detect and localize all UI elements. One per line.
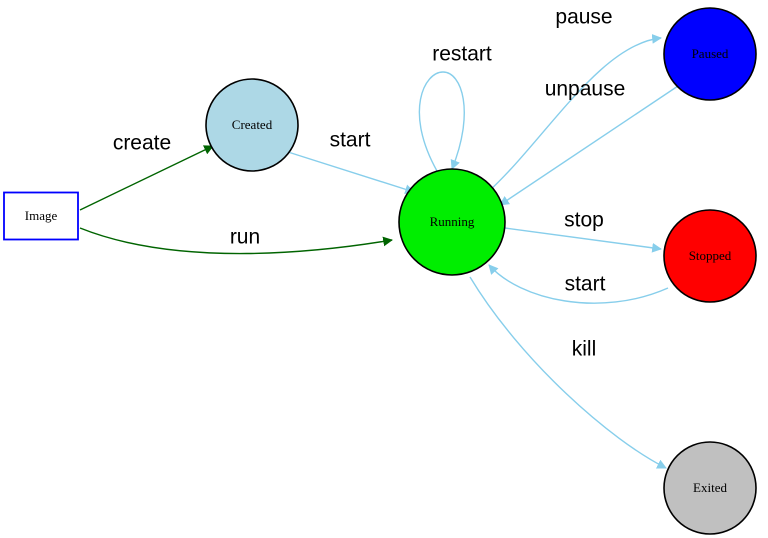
- edge-path-kill: [469, 276, 667, 469]
- edge-hitarea-start-created[interactable]: [288, 152, 414, 192]
- edge-path-restart: [418, 71, 465, 172]
- edge-run[interactable]: [79, 227, 393, 255]
- edge-path-start-stopped: [488, 264, 669, 304]
- node-stopped[interactable]: Stopped: [663, 209, 757, 303]
- edge-hitarea-stop[interactable]: [505, 228, 661, 249]
- node-shape-running[interactable]: [398, 168, 506, 276]
- edge-label-restart: restart: [432, 43, 492, 66]
- edge-label-kill: kill: [572, 338, 597, 361]
- edge-path-stop: [504, 227, 662, 253]
- edge-stop[interactable]: [504, 227, 662, 253]
- edge-path-start-created: [287, 151, 415, 195]
- edge-hitarea-restart[interactable]: [419, 72, 464, 171]
- edge-pause[interactable]: [487, 34, 662, 193]
- edge-path-run: [79, 227, 393, 255]
- node-exited[interactable]: Exited: [663, 441, 757, 535]
- edge-hitarea-start-stopped[interactable]: [489, 265, 668, 303]
- node-shape-paused[interactable]: [663, 7, 757, 101]
- edge-kill[interactable]: [469, 276, 667, 469]
- edge-unpause[interactable]: [499, 85, 679, 206]
- edge-label-pause: pause: [555, 6, 612, 29]
- edge-label-start-created: start: [330, 129, 371, 152]
- edge-restart[interactable]: [418, 71, 465, 172]
- edge-label-run: run: [230, 226, 260, 249]
- edge-label-create: create: [113, 132, 171, 155]
- edge-label-stop: stop: [564, 209, 604, 232]
- edge-start-stopped[interactable]: [488, 264, 669, 304]
- edge-hitarea-create[interactable]: [80, 146, 213, 210]
- edge-start-created[interactable]: [287, 151, 415, 195]
- node-shape-stopped[interactable]: [663, 209, 757, 303]
- node-created[interactable]: Created: [205, 78, 299, 172]
- edge-path-unpause: [499, 85, 679, 206]
- edge-label-start-stopped: start: [565, 273, 606, 296]
- edge-hitarea-run[interactable]: [80, 228, 392, 254]
- node-shape-created[interactable]: [205, 78, 299, 172]
- edge-path-create: [79, 145, 214, 211]
- node-shape-image[interactable]: [3, 191, 79, 241]
- node-image[interactable]: Image: [3, 191, 79, 241]
- edge-create[interactable]: [79, 145, 214, 211]
- edges-layer: [79, 34, 679, 469]
- node-shape-exited[interactable]: [663, 441, 757, 535]
- node-paused[interactable]: Paused: [663, 7, 757, 101]
- node-running[interactable]: Running: [398, 168, 506, 276]
- edge-path-pause: [487, 34, 662, 193]
